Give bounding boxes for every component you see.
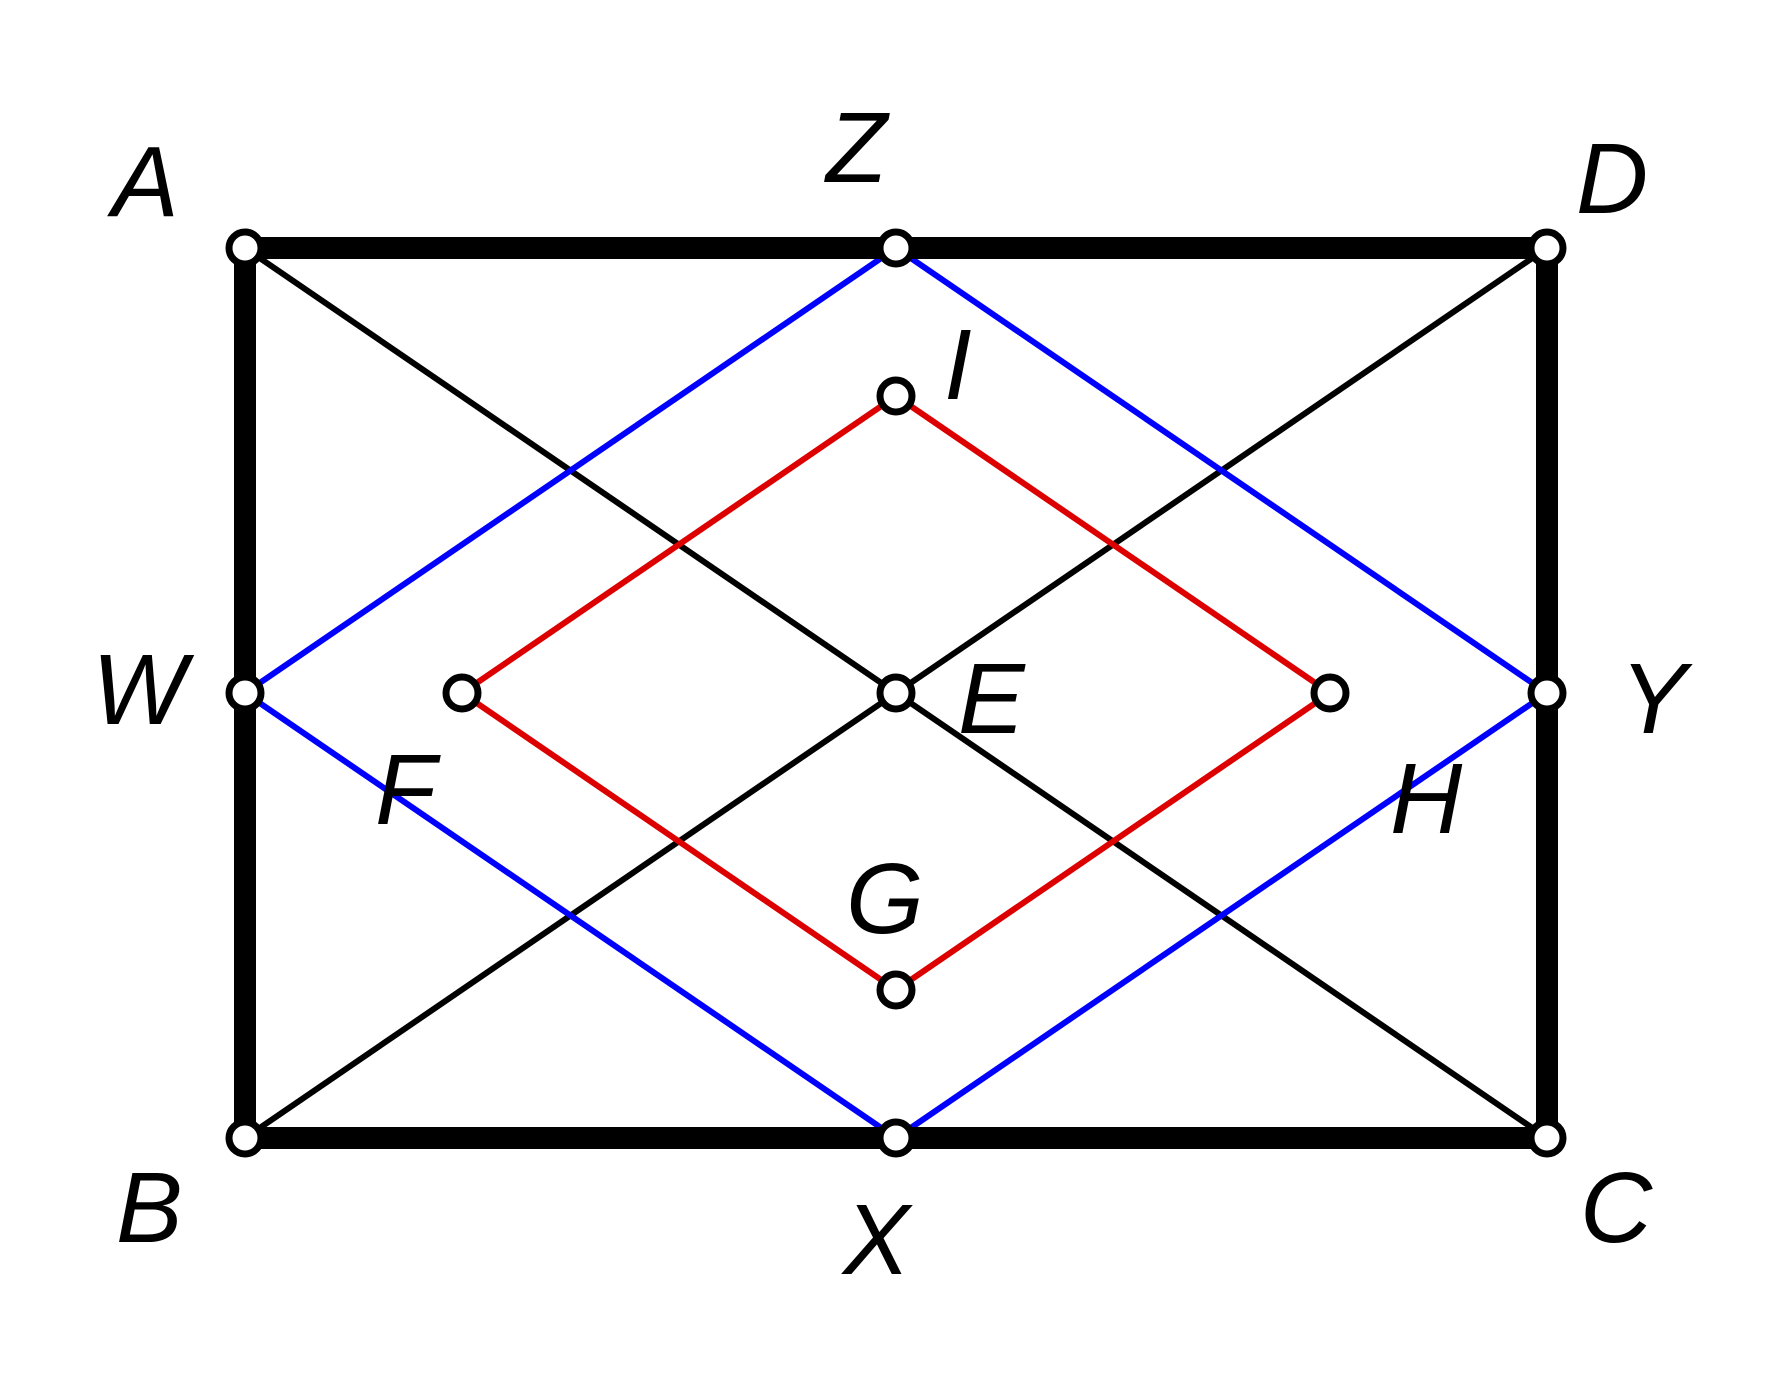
point-g — [876, 970, 916, 1010]
points — [225, 228, 1567, 1158]
label-e: E — [958, 643, 1026, 755]
point-x — [876, 1118, 916, 1158]
segment-ih — [894, 393, 1332, 696]
point-i — [876, 376, 916, 416]
label-b: B — [116, 1152, 183, 1264]
segment-xw — [243, 690, 898, 1141]
point-w — [225, 673, 265, 713]
label-f: F — [375, 734, 441, 846]
label-x: X — [841, 1184, 913, 1296]
point-z — [876, 228, 916, 268]
label-z: Z — [824, 92, 890, 204]
segment-yx — [894, 690, 1549, 1141]
outer-rhombus — [243, 245, 1549, 1141]
label-d: D — [1576, 123, 1648, 235]
point-d — [1527, 228, 1567, 268]
point-f — [442, 673, 482, 713]
label-c: C — [1580, 1152, 1653, 1264]
label-g: G — [846, 843, 924, 955]
point-a — [225, 228, 265, 268]
point-h — [1310, 673, 1350, 713]
point-y — [1527, 673, 1567, 713]
label-w: W — [92, 634, 195, 746]
point-c — [1527, 1118, 1567, 1158]
inner-rhombus — [460, 393, 1332, 993]
segment-gf — [460, 690, 898, 993]
segment-zy — [894, 245, 1549, 696]
segment-fi — [460, 393, 898, 696]
label-a: A — [107, 126, 179, 238]
point-b — [225, 1118, 265, 1158]
label-i: I — [944, 309, 972, 421]
point-e — [876, 673, 916, 713]
segment-wz — [243, 245, 898, 696]
label-h: H — [1390, 743, 1463, 855]
label-y: Y — [1620, 643, 1693, 755]
segment-hg — [894, 690, 1332, 993]
